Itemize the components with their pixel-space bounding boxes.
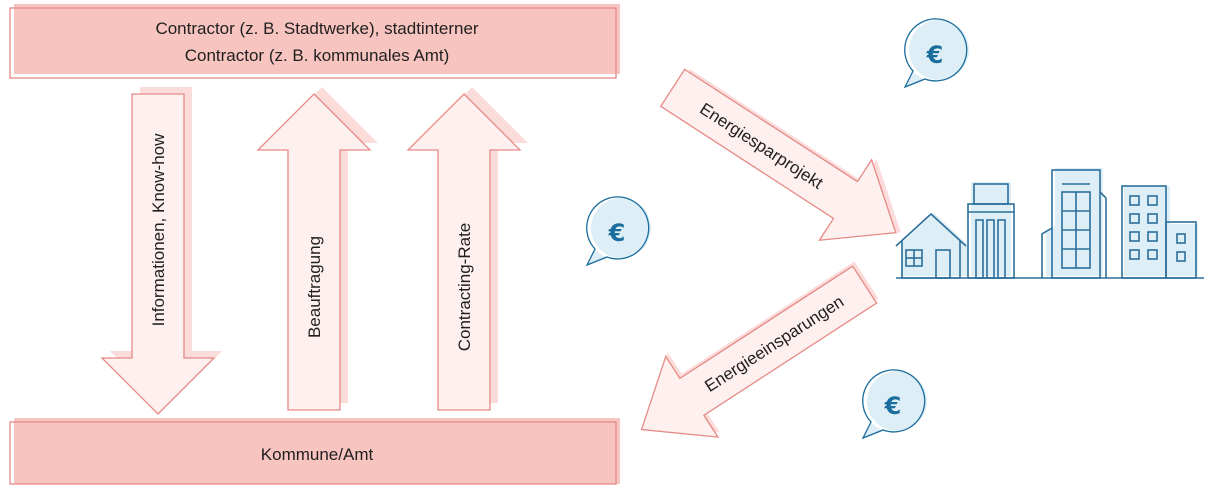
arrow-energiesparprojekt: Energiesparprojekt [659,68,901,242]
euro-symbol: € [884,392,902,420]
city-buildings-icon [895,168,1204,279]
contractor-box: Contractor (z. B. Stadtwerke), stadtinte… [9,4,620,79]
kommune-label: Kommune/Amt [261,445,374,464]
arrow-beauftragung-label: Beauftragung [305,236,324,338]
contractor-label-line2: Contractor (z. B. kommunales Amt) [185,46,450,65]
arrow-energieeinsparungen-label: Energieeinsparungen [701,292,847,396]
euro-speech-bubble-icon: € [861,369,927,440]
arrow-informationen-label: Informationen, Know-how [149,133,168,326]
arrow-informationen: Informationen, Know-how [100,87,222,415]
arrow-contracting-rate: Contracting-Rate [406,87,528,411]
arrow-energieeinsparungen: Energieeinsparungen [640,261,879,438]
euro-symbol: € [608,219,626,247]
arrow-contracting-rate-label: Contracting-Rate [455,223,474,352]
kommune-box: Kommune/Amt [9,418,620,485]
arrow-beauftragung: Beauftragung [256,87,378,411]
contractor-label-line1: Contractor (z. B. Stadtwerke), stadtinte… [155,19,478,38]
euro-speech-bubble-icon: € [903,18,969,89]
euro-symbol: € [926,41,944,69]
euro-speech-bubble-icon: € [585,196,651,267]
